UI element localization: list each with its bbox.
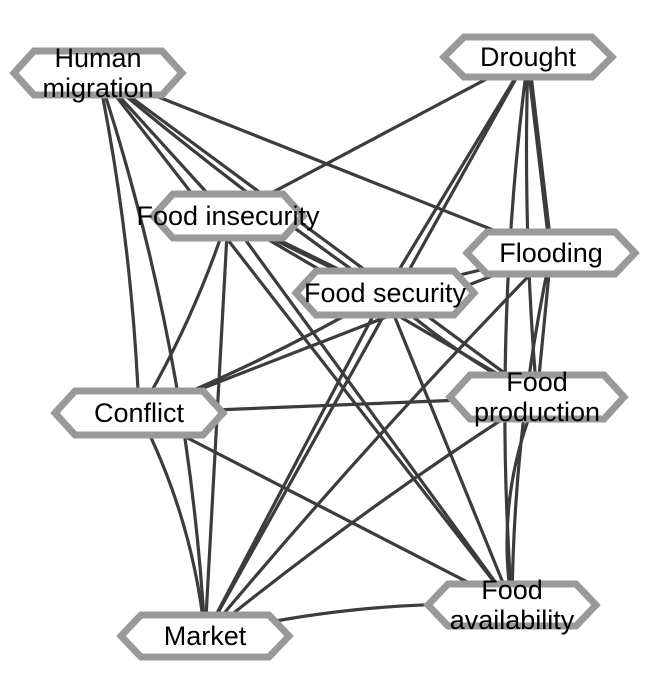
edge-human-migration-food-availability	[96, 71, 514, 607]
node-hexagon	[9, 47, 187, 99]
edge-drought-market	[203, 55, 530, 638]
node-hexagon	[148, 190, 308, 242]
edge-food-insecurity-food-availability	[226, 214, 514, 607]
node-label: Market	[164, 621, 247, 651]
edge-human-migration-market	[96, 71, 207, 638]
node-drought: Drought	[439, 33, 617, 81]
node-market: Market	[116, 611, 294, 661]
node-label: production	[474, 397, 600, 427]
edge-flooding-food-availability	[510, 251, 553, 607]
node-hexagon	[439, 33, 617, 81]
node-food-security: Food security	[291, 267, 479, 319]
edge-human-migration-conflict	[96, 71, 141, 415]
edge-conflict-food-availability	[137, 411, 514, 607]
edge-human-migration-food-production	[96, 71, 539, 399]
edge-flooding-market	[203, 251, 553, 638]
node-label: Food security	[304, 278, 467, 308]
edge-food-security-food-availability	[383, 291, 514, 607]
node-label: availability	[450, 605, 575, 635]
edge-food-insecurity-market	[203, 214, 230, 638]
node-label: Food insecurity	[136, 201, 320, 231]
edge-conflict-market	[137, 411, 207, 638]
node-hexagon	[462, 228, 640, 278]
edge-food-production-market	[203, 395, 539, 638]
node-label: Food	[506, 367, 568, 397]
node-label: Drought	[480, 42, 577, 72]
node-flooding: Flooding	[462, 228, 640, 278]
node-hexagon	[116, 611, 294, 661]
node-conflict: Conflict	[50, 387, 228, 439]
node-label: Human	[54, 43, 141, 73]
node-food-insecurity: Food insecurity	[136, 190, 320, 242]
node-label: Food	[481, 575, 543, 605]
node-label: Flooding	[499, 238, 603, 268]
node-hexagon	[50, 387, 228, 439]
edge-food-security-market	[203, 291, 387, 638]
node-hexagon	[445, 371, 629, 423]
node-label: Conflict	[94, 398, 185, 428]
edge-human-migration-food-security	[96, 71, 387, 295]
edge-layer	[96, 54, 554, 638]
node-hexagon	[423, 580, 601, 630]
node-label: migration	[42, 73, 153, 103]
node-hexagon	[291, 267, 479, 319]
edge-drought-flooding	[525, 54, 554, 256]
